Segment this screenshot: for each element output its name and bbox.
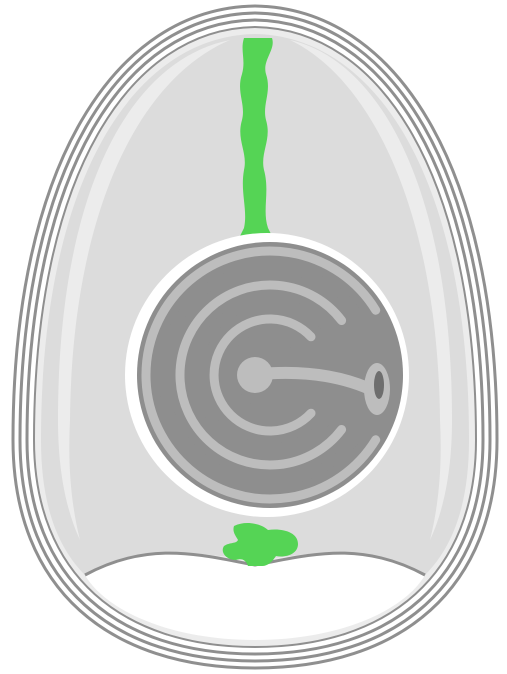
latebra: [237, 357, 273, 393]
blastoderm-inner: [374, 371, 384, 399]
yolk: [137, 242, 403, 508]
blastoderm: [364, 363, 390, 415]
